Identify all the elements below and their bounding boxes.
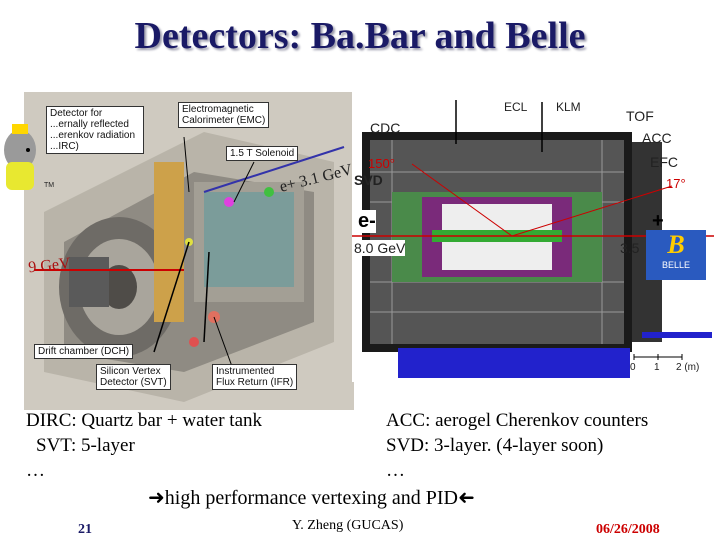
belle-logo: B BELLE	[646, 230, 706, 280]
babar-detector-figure: Detector for ...ernally reflected ...ere…	[24, 92, 354, 410]
dirc-label-line4: ...IRC)	[50, 141, 79, 152]
babar-elephant-logo	[4, 124, 36, 190]
svt-description: SVT: 5-layer	[36, 435, 135, 456]
ifr-label-line2: Flux Return (IFR)	[216, 377, 294, 388]
date-label: 06/26/2008	[596, 522, 660, 537]
belle-drawing	[352, 92, 714, 382]
belle-logo-text: BELLE	[661, 260, 691, 270]
scale-label-1: 1	[654, 362, 660, 373]
summary-line: ➜high performance vertexing and PID➜	[148, 486, 475, 510]
electron-symbol: e-	[358, 210, 376, 233]
ecl-label: ECL	[504, 100, 528, 114]
svt-label: Silicon Vertex Detector (SVT)	[96, 364, 171, 390]
dirc-label-line1: Detector for	[50, 108, 103, 119]
emc-label: Electromagnetic Calorimeter (EMC)	[178, 102, 270, 128]
left-ellipsis: …	[26, 460, 45, 481]
dirc-label-line2: ...ernally reflected	[50, 119, 129, 130]
positron-energy-label: 3.5	[620, 240, 640, 256]
emc-label-line1: Electromagnetic	[182, 104, 254, 115]
angle-150-label: 150°	[368, 156, 395, 171]
svd-label: SVD	[354, 172, 383, 188]
scale-label-0: 0	[630, 362, 636, 373]
ifr-label-line1: Instrumented	[216, 366, 275, 377]
svd-description: SVD: 3-layer. (4-layer soon)	[386, 435, 604, 456]
ifr-label: Instrumented Flux Return (IFR)	[212, 364, 298, 390]
dirc-description: DIRC: Quartz bar + water tank	[26, 410, 262, 431]
dirc-label-line3: ...erenkov radiation	[50, 130, 136, 141]
angle-17-label: 17°	[666, 176, 686, 191]
right-arrow-icon: ➜	[148, 487, 165, 509]
cdc-label: CDC	[370, 120, 401, 136]
belle-detector-figure: ECL KLM TOF CDC ACC EFC SVD 150° 17° e- …	[352, 92, 714, 382]
belle-logo-mark: B	[667, 230, 685, 259]
babar-drawing	[24, 92, 354, 410]
svt-label-line2: Detector (SVT)	[100, 377, 167, 388]
slide-title: Detectors: Ba.Bar and Belle	[134, 15, 586, 57]
svt-label-line1: Silicon Vertex	[100, 366, 161, 377]
acc-label: ACC	[642, 130, 672, 146]
tof-label: TOF	[626, 108, 654, 124]
trademark-label: TM	[44, 182, 55, 189]
left-arrow-icon: ➜	[458, 487, 475, 509]
efc-label: EFC	[650, 154, 678, 170]
scale-label-2: 2 (m)	[676, 362, 700, 373]
dirc-label: Detector for ...ernally reflected ...ere…	[46, 106, 144, 154]
page-number: 21	[78, 522, 92, 537]
electron-energy-label: 8.0 GeV	[354, 240, 406, 256]
right-ellipsis: …	[386, 460, 405, 481]
summary-text: high performance vertexing and PID	[164, 487, 458, 509]
dch-label: Drift chamber (DCH)	[34, 344, 134, 359]
acc-description: ACC: aerogel Cherenkov counters	[386, 410, 649, 431]
solenoid-label: 1.5 T Solenoid	[226, 146, 299, 161]
author-credit: Y. Zheng (GUCAS)	[292, 518, 404, 533]
positron-symbol: +	[652, 210, 664, 232]
emc-label-line2: Calorimeter (EMC)	[182, 115, 266, 126]
klm-label: KLM	[556, 100, 581, 114]
